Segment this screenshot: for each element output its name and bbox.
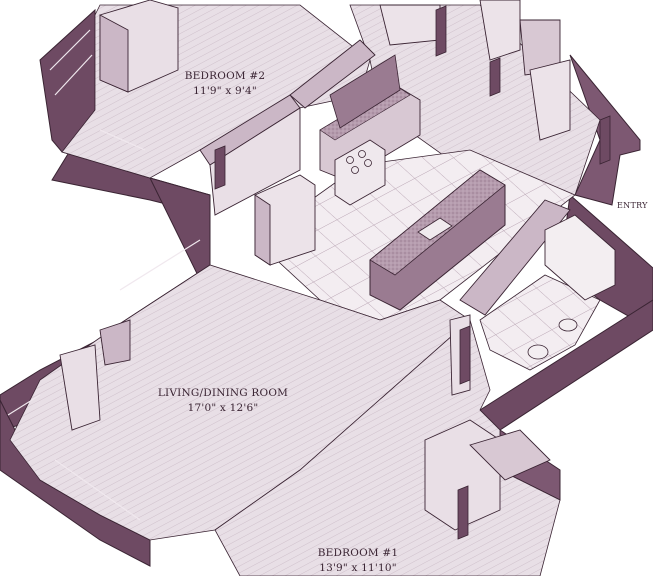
door-icon <box>489 57 501 97</box>
room-label-bedroom-1: BEDROOM #1 <box>318 547 399 559</box>
toilet-icon <box>527 344 549 360</box>
entry-label: ENTRY <box>617 201 648 210</box>
room-size-living-dining: 17'0" x 12'6" <box>188 402 259 414</box>
windows <box>7 29 201 521</box>
room-size-bedroom-2: 11'9" x 9'4" <box>193 85 257 97</box>
bathtub-icon <box>544 214 616 301</box>
vanity-sink-icon <box>558 318 578 332</box>
doors <box>214 5 611 540</box>
bathroom-fixtures <box>527 214 616 360</box>
sink-icon <box>417 217 453 241</box>
door-icon <box>214 145 226 190</box>
stove-icon <box>334 139 386 206</box>
room-label-living-dining: LIVING/DINING ROOM <box>158 387 288 399</box>
kitchen <box>319 54 506 311</box>
room-label-bedroom-2: BEDROOM #2 <box>185 70 266 82</box>
door-icon <box>599 115 611 165</box>
room-size-bedroom-1: 13'9" x 11'10" <box>319 562 397 574</box>
interior-walls <box>59 0 571 531</box>
door-icon <box>457 485 469 540</box>
door-icon <box>459 325 471 385</box>
door-icon <box>435 5 447 57</box>
